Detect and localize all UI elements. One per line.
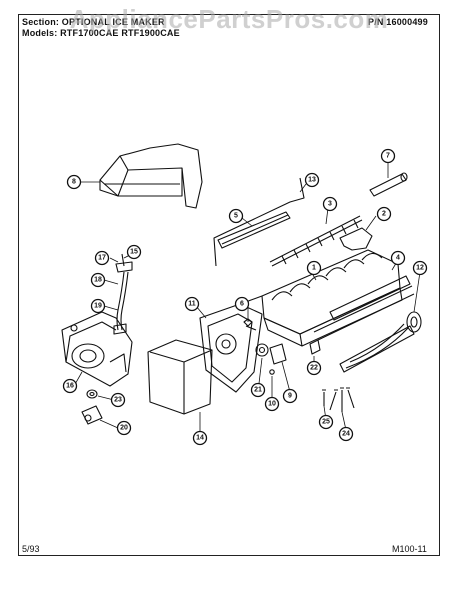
- svg-text:21: 21: [254, 387, 262, 394]
- part-screws-24: [329, 387, 355, 412]
- callout-22: 22: [306, 360, 322, 376]
- svg-text:4: 4: [396, 255, 400, 262]
- part-bearing: [339, 227, 373, 251]
- callout-5: 5: [228, 208, 244, 224]
- svg-text:11: 11: [188, 301, 196, 308]
- svg-text:6: 6: [240, 301, 244, 308]
- callouts-group: 1 2 3 4 5 6 7 8 9 10 11 12 13 14 15 16 1…: [62, 148, 428, 446]
- svg-text:13: 13: [308, 177, 316, 184]
- part-thermostat-21: [255, 343, 269, 357]
- section-title: Section: OPTIONAL ICE MAKER: [22, 17, 165, 27]
- part-wire-arm: [213, 177, 305, 267]
- part-clip-10: [269, 369, 275, 375]
- models-label: Models: RTF1700CAE RTF1900CAE: [22, 28, 180, 38]
- svg-text:3: 3: [328, 201, 332, 208]
- part-nut-23: [86, 389, 98, 399]
- part-shutoff-arm: [217, 211, 291, 249]
- svg-text:1: 1: [312, 265, 316, 272]
- callout-25: 25: [318, 414, 334, 430]
- callout-20: 20: [116, 420, 132, 436]
- svg-text:9: 9: [288, 393, 292, 400]
- callout-16: 16: [62, 378, 78, 394]
- callout-24: 24: [338, 426, 354, 442]
- callout-3: 3: [322, 196, 338, 212]
- callout-4: 4: [390, 250, 406, 266]
- part-heater: [313, 275, 415, 373]
- svg-text:18: 18: [94, 277, 102, 284]
- part-bracket-22: [309, 339, 321, 355]
- part-switch-9: [269, 343, 287, 365]
- svg-text:16: 16: [66, 383, 74, 390]
- svg-text:5: 5: [234, 213, 238, 220]
- callout-8: 8: [66, 174, 82, 190]
- callout-6: 6: [234, 296, 250, 312]
- part-control-housing: [199, 295, 263, 393]
- part-motor-cover: [147, 339, 213, 415]
- callout-7: 7: [380, 148, 396, 164]
- part-cover-shield: [99, 143, 203, 209]
- svg-text:20: 20: [120, 425, 128, 432]
- svg-text:10: 10: [268, 401, 276, 408]
- callout-10: 10: [264, 396, 280, 412]
- part-fitting-20: [81, 405, 103, 425]
- footer-date: 5/93: [22, 544, 40, 554]
- callout-19: 19: [90, 298, 106, 314]
- callout-13: 13: [304, 172, 320, 188]
- svg-text:22: 22: [310, 365, 318, 372]
- callout-12: 12: [412, 260, 428, 276]
- part-number: P/N 16000499: [368, 17, 428, 27]
- svg-text:12: 12: [416, 265, 424, 272]
- svg-text:23: 23: [114, 397, 122, 404]
- part-screw-6: [243, 318, 257, 331]
- svg-text:25: 25: [322, 419, 330, 426]
- svg-text:17: 17: [98, 255, 106, 262]
- part-water-valve: [61, 311, 133, 387]
- svg-text:24: 24: [342, 431, 350, 438]
- callout-14: 14: [192, 430, 208, 446]
- callout-18: 18: [90, 272, 106, 288]
- footer-page-code: M100-11: [392, 544, 427, 554]
- callout-11: 11: [184, 296, 200, 312]
- part-fill-tube: [369, 172, 408, 197]
- part-harness: [345, 311, 422, 369]
- diagram-frame: [18, 14, 440, 556]
- part-ejector: [269, 215, 363, 267]
- callout-15: 15: [126, 244, 142, 260]
- svg-text:15: 15: [130, 249, 138, 256]
- svg-text:19: 19: [94, 303, 102, 310]
- callout-1: 1: [306, 260, 322, 276]
- callout-23: 23: [110, 392, 126, 408]
- callout-17: 17: [94, 250, 110, 266]
- callout-2: 2: [376, 206, 392, 222]
- part-screw-25: [322, 389, 326, 406]
- part-water-tube: [113, 253, 133, 335]
- svg-text:14: 14: [196, 435, 204, 442]
- svg-text:2: 2: [382, 211, 386, 218]
- callout-9: 9: [282, 388, 298, 404]
- svg-text:7: 7: [386, 153, 390, 160]
- svg-text:8: 8: [72, 179, 76, 186]
- callout-21: 21: [250, 382, 266, 398]
